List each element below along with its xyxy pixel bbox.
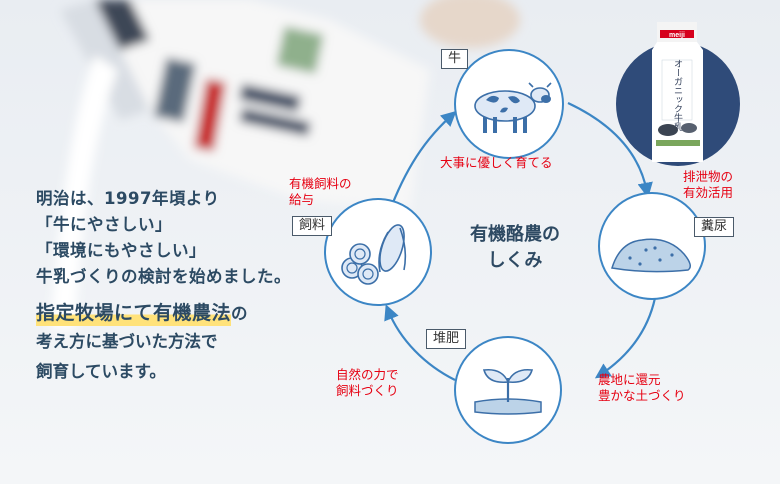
intro-highlight: 指定牧場にて有機農法 [36, 300, 232, 326]
milk-carton-image: meiji オーガニック牛乳 [652, 22, 703, 162]
carton-brand: meiji [669, 32, 685, 39]
caption-feed-line2: 給与 [289, 192, 315, 207]
feed-node [324, 198, 432, 306]
cycle-title-line2: しくみ [487, 250, 543, 271]
caption-soil-line1: 自然の力で [336, 367, 399, 382]
compost-label: 堆肥 [426, 329, 467, 349]
cow-node [454, 49, 564, 159]
cow-icon [474, 82, 552, 133]
caption-cow-to-manure: 大事に優しく育てる [440, 155, 553, 170]
intro-line-6: 考え方に基づいた方法で [36, 332, 218, 351]
arrow-feed-to-cow [390, 110, 457, 206]
cycle-title: 有機酪農の しくみ [440, 222, 590, 274]
caption-compost-line1: 農地に還元 [598, 372, 661, 387]
intro-text: 明治は、1997年頃より 「牛にやさしい」 「環境にもやさしい」 牛乳づくりの検… [36, 186, 336, 385]
arrow-cow-to-manure [567, 102, 653, 199]
sprout-icon [474, 368, 542, 415]
caption-manure-line1: 排泄物の [683, 169, 734, 184]
intro-line-7: 飼育しています。 [36, 362, 166, 381]
carton-name: オーガニック牛乳 [672, 59, 683, 131]
arrow-manure-to-compost [594, 297, 657, 379]
corn-hay-icon [341, 224, 407, 285]
intro-line-4: 牛乳づくりの検討を始めました。 [36, 267, 291, 286]
compost-node [454, 336, 562, 444]
intro-highlight-suffix: の [231, 304, 248, 323]
caption-feed-line1: 有機飼料の [289, 176, 352, 191]
caption-manure-line2: 有効活用 [683, 185, 734, 200]
intro-highlight-line: 指定牧場にて有機農法の [36, 290, 336, 327]
manure-label: 糞尿 [694, 217, 735, 237]
cycle-title-line1: 有機酪農の [470, 224, 560, 245]
manure-pile-icon [611, 238, 691, 273]
intro-line-1: 明治は、1997年頃より [36, 189, 220, 208]
intro-line-2: 「牛にやさしい」 [36, 215, 172, 234]
caption-soil-line2: 飼料づくり [336, 383, 399, 398]
feed-label: 飼料 [292, 216, 333, 236]
cow-label: 牛 [441, 49, 469, 69]
arrow-compost-to-feed [384, 304, 456, 381]
caption-compost-line2: 豊かな土づくり [598, 388, 686, 403]
manure-node [598, 192, 706, 300]
intro-line-3: 「環境にもやさしい」 [36, 241, 206, 260]
